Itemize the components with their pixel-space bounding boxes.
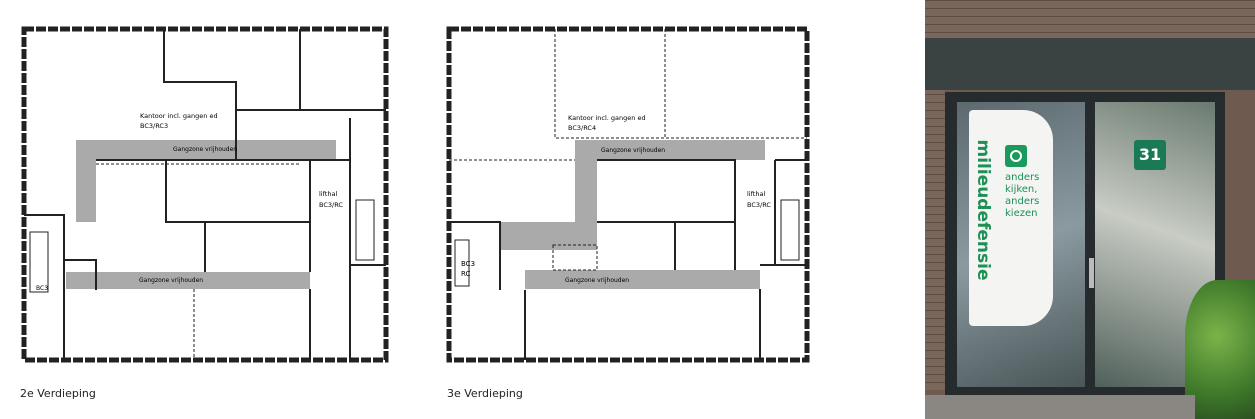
slogan-line: anders (1005, 172, 1040, 183)
corridor-bottom (525, 270, 760, 289)
corridor-bottom (66, 272, 310, 289)
corridor-left (76, 160, 96, 222)
stair-label-1: BC3 (461, 260, 475, 268)
corridor-left (575, 160, 597, 222)
caption-2e-verdieping: 2e Verdieping (20, 387, 96, 400)
corridor-label-bottom: Gangzone vrijhouden (565, 277, 629, 284)
lift-label-1: lifthal (747, 190, 765, 198)
lift-label-2: BC3/RC (319, 201, 343, 209)
storefront-photo: milieudefensie anders kijken, anders kie… (925, 0, 1255, 419)
caption-3e-verdieping: 3e Verdieping (447, 387, 523, 400)
slogan-line: anders (1005, 196, 1040, 207)
stair-label-2: RC (461, 270, 471, 278)
slogan: anders kijken, anders kiezen (1005, 172, 1039, 220)
corridor-label-top: Gangzone vrijhouden (173, 146, 237, 153)
lift-label-2: BC3/RC (747, 201, 771, 209)
slogan-line: kiezen (1005, 208, 1038, 219)
stair-label: BC3 (36, 285, 48, 292)
doorstep (925, 395, 1195, 419)
house-number: 31 (1134, 140, 1166, 170)
corridor-label-bottom: Gangzone vrijhouden (139, 277, 203, 284)
brand-logo (1005, 145, 1027, 167)
office-label-1: Kantoor incl. gangen ed (568, 114, 646, 122)
floor-plan-3e-verdieping: Kantoor incl. gangen ed BC3/RC4 Gangzone… (446, 26, 810, 363)
slogan-line: kijken, (1005, 184, 1038, 195)
office-label-2: BC3/RC3 (140, 122, 168, 130)
corridor-mid (500, 222, 597, 250)
floor-plan-2e-verdieping: Kantoor incl. gangen ed BC3/RC3 Gangzone… (21, 26, 389, 363)
sign-text: milieudefensie (973, 139, 993, 281)
corridor-top (76, 140, 336, 160)
plant (1185, 280, 1255, 419)
office-label-1: Kantoor incl. gangen ed (140, 112, 218, 120)
office-label-2: BC3/RC4 (568, 124, 596, 132)
awning (925, 38, 1255, 90)
door-handle (1089, 258, 1094, 288)
corridor-label-top: Gangzone vrijhouden (601, 147, 665, 154)
lift-label-1: lifthal (319, 190, 337, 198)
corridor-top (575, 140, 765, 160)
